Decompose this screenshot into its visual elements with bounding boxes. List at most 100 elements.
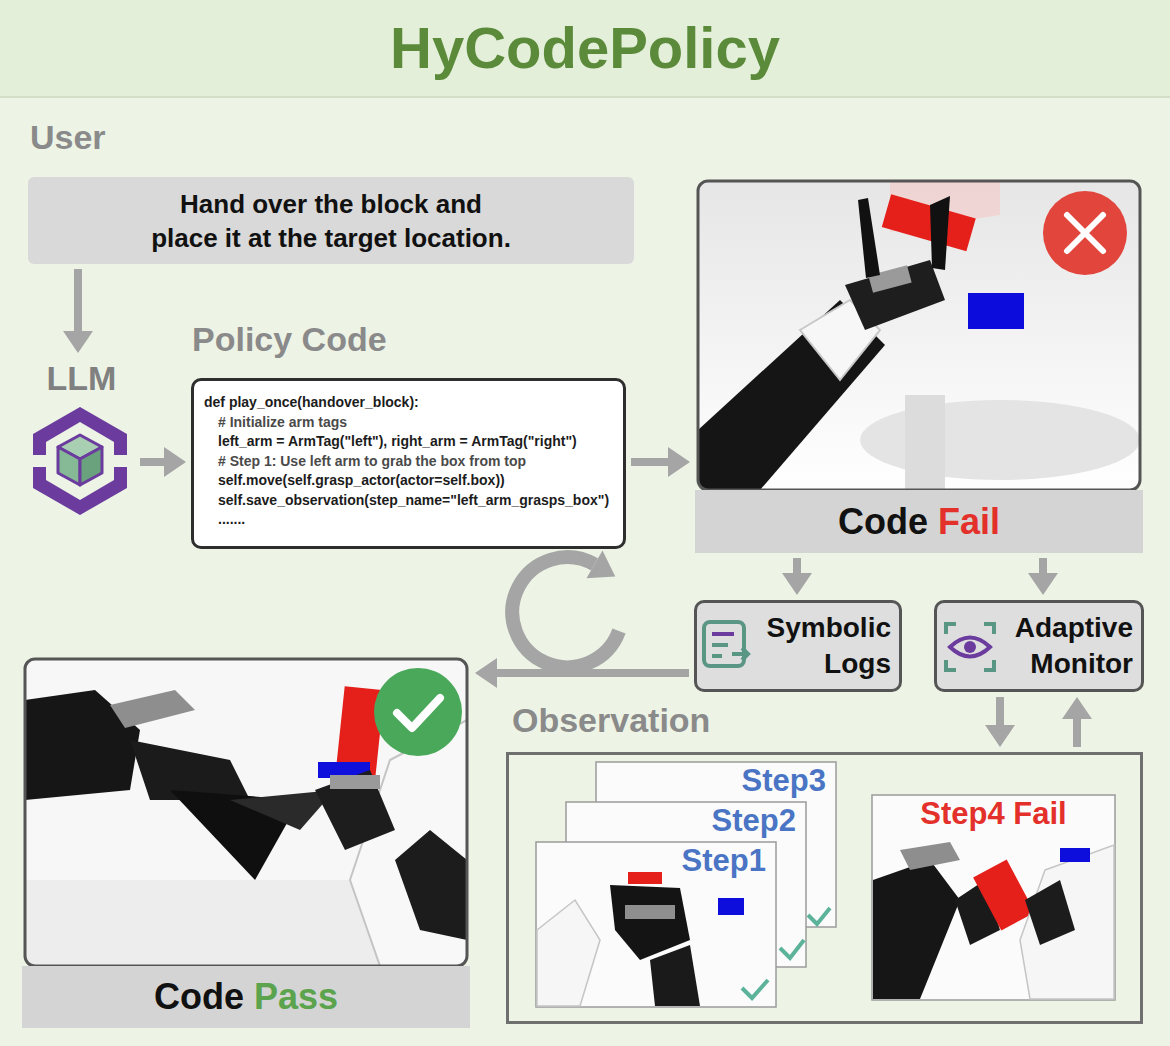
box-label: Adaptive Monitor [999, 610, 1133, 682]
step4-scene-part [1025, 880, 1075, 945]
caption-band: CodePass [22, 966, 470, 1028]
title-band-part [0, 96, 1170, 98]
arrow-line [793, 558, 801, 575]
step-card: Step2 [566, 802, 806, 967]
code-line: ....... [204, 510, 613, 530]
policy-code-box: Policy Codedef play_once(handover_block)… [191, 378, 626, 549]
code-pass-scene-part [25, 659, 467, 966]
step1-scene-part [650, 945, 700, 1006]
code-line: self.move(self.grasp_actor(actor=self.bo… [204, 471, 613, 491]
step1-scene-part [537, 900, 600, 1006]
arrow-connector [631, 447, 690, 477]
loop-arrow-part [587, 551, 616, 579]
arrow-connector [1028, 558, 1058, 595]
code-line: def play_once(handover_block): [204, 393, 613, 413]
arrow-line [1073, 717, 1081, 747]
log-box-fill-part [712, 654, 722, 658]
code-line: # Step 1: Use left arm to grab the box f… [204, 452, 613, 472]
arrow-head [164, 447, 186, 477]
arrow-head [985, 725, 1015, 747]
arrow-line [495, 669, 689, 677]
code-fail-scene-part-part [698, 181, 1140, 490]
symbolic-logs-box: Symbolic Logs [694, 600, 902, 692]
arrow-line [1039, 558, 1047, 575]
arrow-connector [63, 269, 93, 353]
arrow-connector [1062, 697, 1092, 747]
code-fail-scene-part [1043, 191, 1127, 275]
arrow-line [140, 458, 166, 466]
monitor-box-fill [936, 602, 1143, 691]
instruction-text: Hand over the block and place it at the … [148, 187, 514, 255]
step4-scene-part [973, 860, 1035, 931]
node-heading: User [30, 117, 106, 157]
code-pass-scene-part-part [130, 740, 250, 800]
step-card: Step3 [596, 762, 836, 927]
caption-word: Code [838, 501, 928, 543]
llm-icon-part [80, 447, 102, 485]
llm-node: LLM [28, 358, 135, 522]
monitor-box-fill-part [964, 641, 976, 653]
title-band [0, 0, 1170, 98]
code-line: self.save_observation(step_name="left_ar… [204, 491, 613, 511]
adaptive-monitor-box: Adaptive Monitor [934, 600, 1144, 692]
step4-scene-part [873, 860, 960, 999]
arrow-line [74, 269, 82, 333]
arrow-head [668, 447, 690, 477]
llm-icon-part [30, 455, 48, 467]
code-pass-scene-part-part [110, 690, 195, 728]
loop-arrow [512, 551, 619, 668]
code-pass-scene-part-part [25, 659, 467, 966]
code-pass-scene-part [25, 659, 467, 966]
caption-word: Pass [254, 976, 338, 1018]
step1-scene-part [625, 905, 675, 919]
model-label: LLM [47, 358, 117, 398]
log-box-fill-part [712, 643, 728, 647]
arrow-line [996, 697, 1004, 727]
code-pass-scene-part-part [395, 830, 467, 940]
step1-scene-part [610, 885, 690, 960]
log-box-fill-part [704, 622, 744, 666]
arrow-connector [475, 658, 689, 688]
code-fail-scene-part [1067, 215, 1103, 251]
result-panel: CodePass [22, 656, 470, 1028]
step1-scene [536, 842, 776, 1007]
code-fail-scene-part-part [698, 300, 885, 490]
arrow-connector [985, 697, 1015, 747]
step1-scene-part [628, 872, 662, 884]
caption-word: Code [154, 976, 244, 1018]
arrow-head [782, 573, 812, 595]
code-pass-scene-part-part [330, 775, 380, 789]
step4-scene-part [872, 795, 1115, 1000]
step-card: Step4 Fail [872, 795, 1115, 1000]
code-pass-scene-part-part [315, 770, 395, 850]
llm-icon-part [112, 455, 130, 467]
step4-scene-part [1020, 845, 1114, 999]
code-line: left_arm = ArmTag("left"), right_arm = A… [204, 432, 613, 452]
result-panel: CodeFail [695, 178, 1143, 553]
code-fail-scene-part-part [905, 395, 945, 490]
step1-scene-part [718, 898, 744, 915]
node-heading: Policy Code [192, 319, 387, 359]
step-label: Step4 Fail [920, 796, 1066, 832]
title-band-part [0, 0, 1170, 96]
monitor-box-fill-part [950, 638, 990, 657]
box-label: Symbolic Logs [759, 610, 891, 682]
log-box-fill-part [696, 602, 901, 691]
step-label: Step2 [712, 803, 796, 839]
llm-icon-part [46, 422, 114, 500]
observation-box: ObservationStep1Step2Step3Step4 Fail [506, 752, 1143, 1024]
code-pass-scene [25, 659, 467, 966]
arrow-head [63, 331, 93, 353]
arrow-head [475, 658, 497, 688]
step-card: Step1 [536, 842, 776, 1007]
log-box-fill [696, 602, 901, 691]
llm-icon-part [58, 447, 80, 485]
log-box-fill-part [712, 632, 734, 636]
caption-word: Fail [938, 501, 1000, 543]
code-pass-scene-part [374, 668, 462, 756]
step4-scene-part [900, 842, 960, 870]
step-label: Step3 [742, 763, 826, 799]
step1-scene-part [742, 980, 768, 998]
code-line: # Initialize arm tags [204, 413, 613, 433]
monitor-box-fill-part [946, 624, 994, 670]
